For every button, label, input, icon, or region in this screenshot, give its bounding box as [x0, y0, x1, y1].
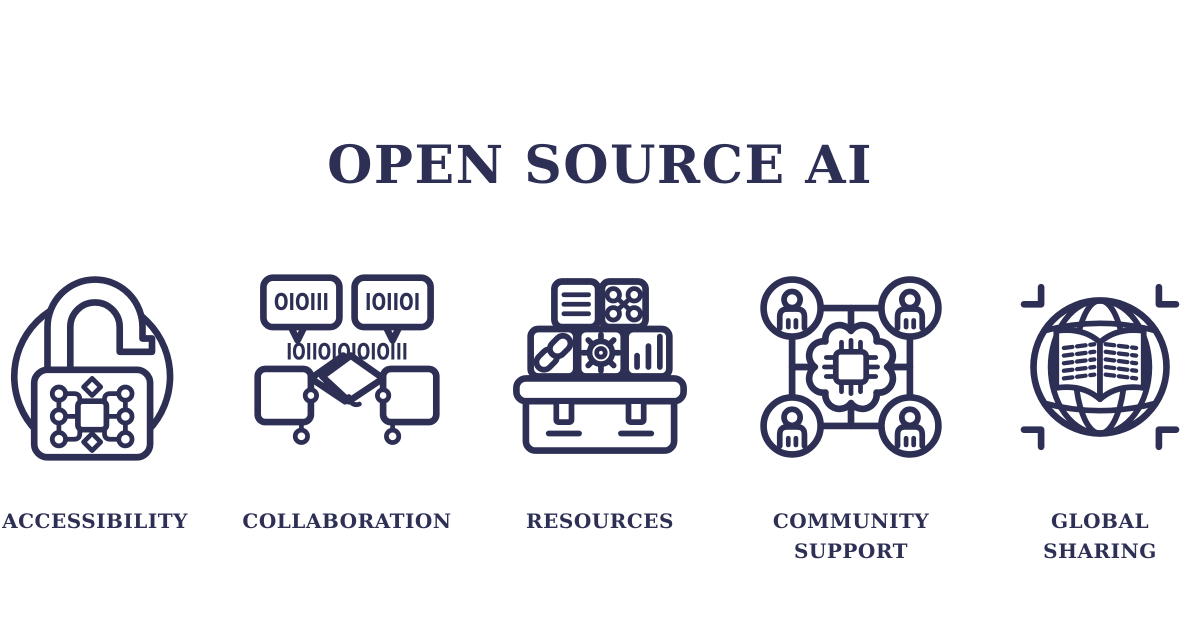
network-block [598, 278, 649, 331]
binary-left: OIOIII [274, 290, 329, 316]
document-block [551, 278, 602, 331]
open-book [1053, 327, 1147, 403]
item-resources: RESOURCES [480, 272, 720, 536]
person-node [878, 276, 942, 340]
corner-brackets [1020, 283, 1180, 451]
item-label: COMMUNITY SUPPORT [772, 509, 930, 563]
open-shackle [44, 276, 156, 382]
page-text-lines [1061, 342, 1139, 381]
handshake [254, 352, 440, 426]
binary-right: IOIIOI [365, 290, 420, 316]
link-block [527, 325, 580, 380]
chip [832, 348, 870, 386]
item-label: COLLABORATION [242, 509, 452, 533]
toolbox-blocks-icon [513, 278, 687, 454]
gear-icon [580, 331, 622, 374]
chart-block [622, 325, 673, 380]
chain-link-icon [533, 332, 574, 373]
gear-block [574, 325, 628, 380]
toolbox [513, 375, 687, 454]
item-global-sharing: GLOBAL SHARING [980, 272, 1200, 566]
person-node [760, 276, 824, 340]
item-label: GLOBAL SHARING [1043, 509, 1157, 563]
ai-brain [805, 321, 897, 413]
item-accessibility: ACCESSIBILITY [0, 272, 215, 536]
circuit-nodes [292, 387, 402, 445]
chip [75, 398, 110, 433]
item-label: RESOURCES [526, 509, 674, 533]
page-title: OPEN SOURCE AI [327, 134, 873, 196]
person-node [878, 394, 942, 458]
globe-open-book-icon [1020, 283, 1180, 451]
speech-bubble-left [260, 274, 343, 331]
item-community-support: COMMUNITY SUPPORT [731, 272, 971, 566]
open-padlock-circuit-icon [10, 276, 174, 461]
circuit-pattern [49, 376, 135, 453]
handshake-binary-icon: OIOIII IOIIOI IOIIOIOIOIOIII [254, 274, 440, 445]
item-collaboration: OIOIII IOIIOI IOIIOIOIOIOIII COLLABORATI… [227, 272, 467, 536]
people-network-chip-icon [760, 276, 942, 458]
network-lines [788, 304, 914, 430]
item-label: ACCESSIBILITY [2, 509, 188, 533]
speech-bubble-right [351, 274, 434, 331]
person-node [760, 394, 824, 458]
